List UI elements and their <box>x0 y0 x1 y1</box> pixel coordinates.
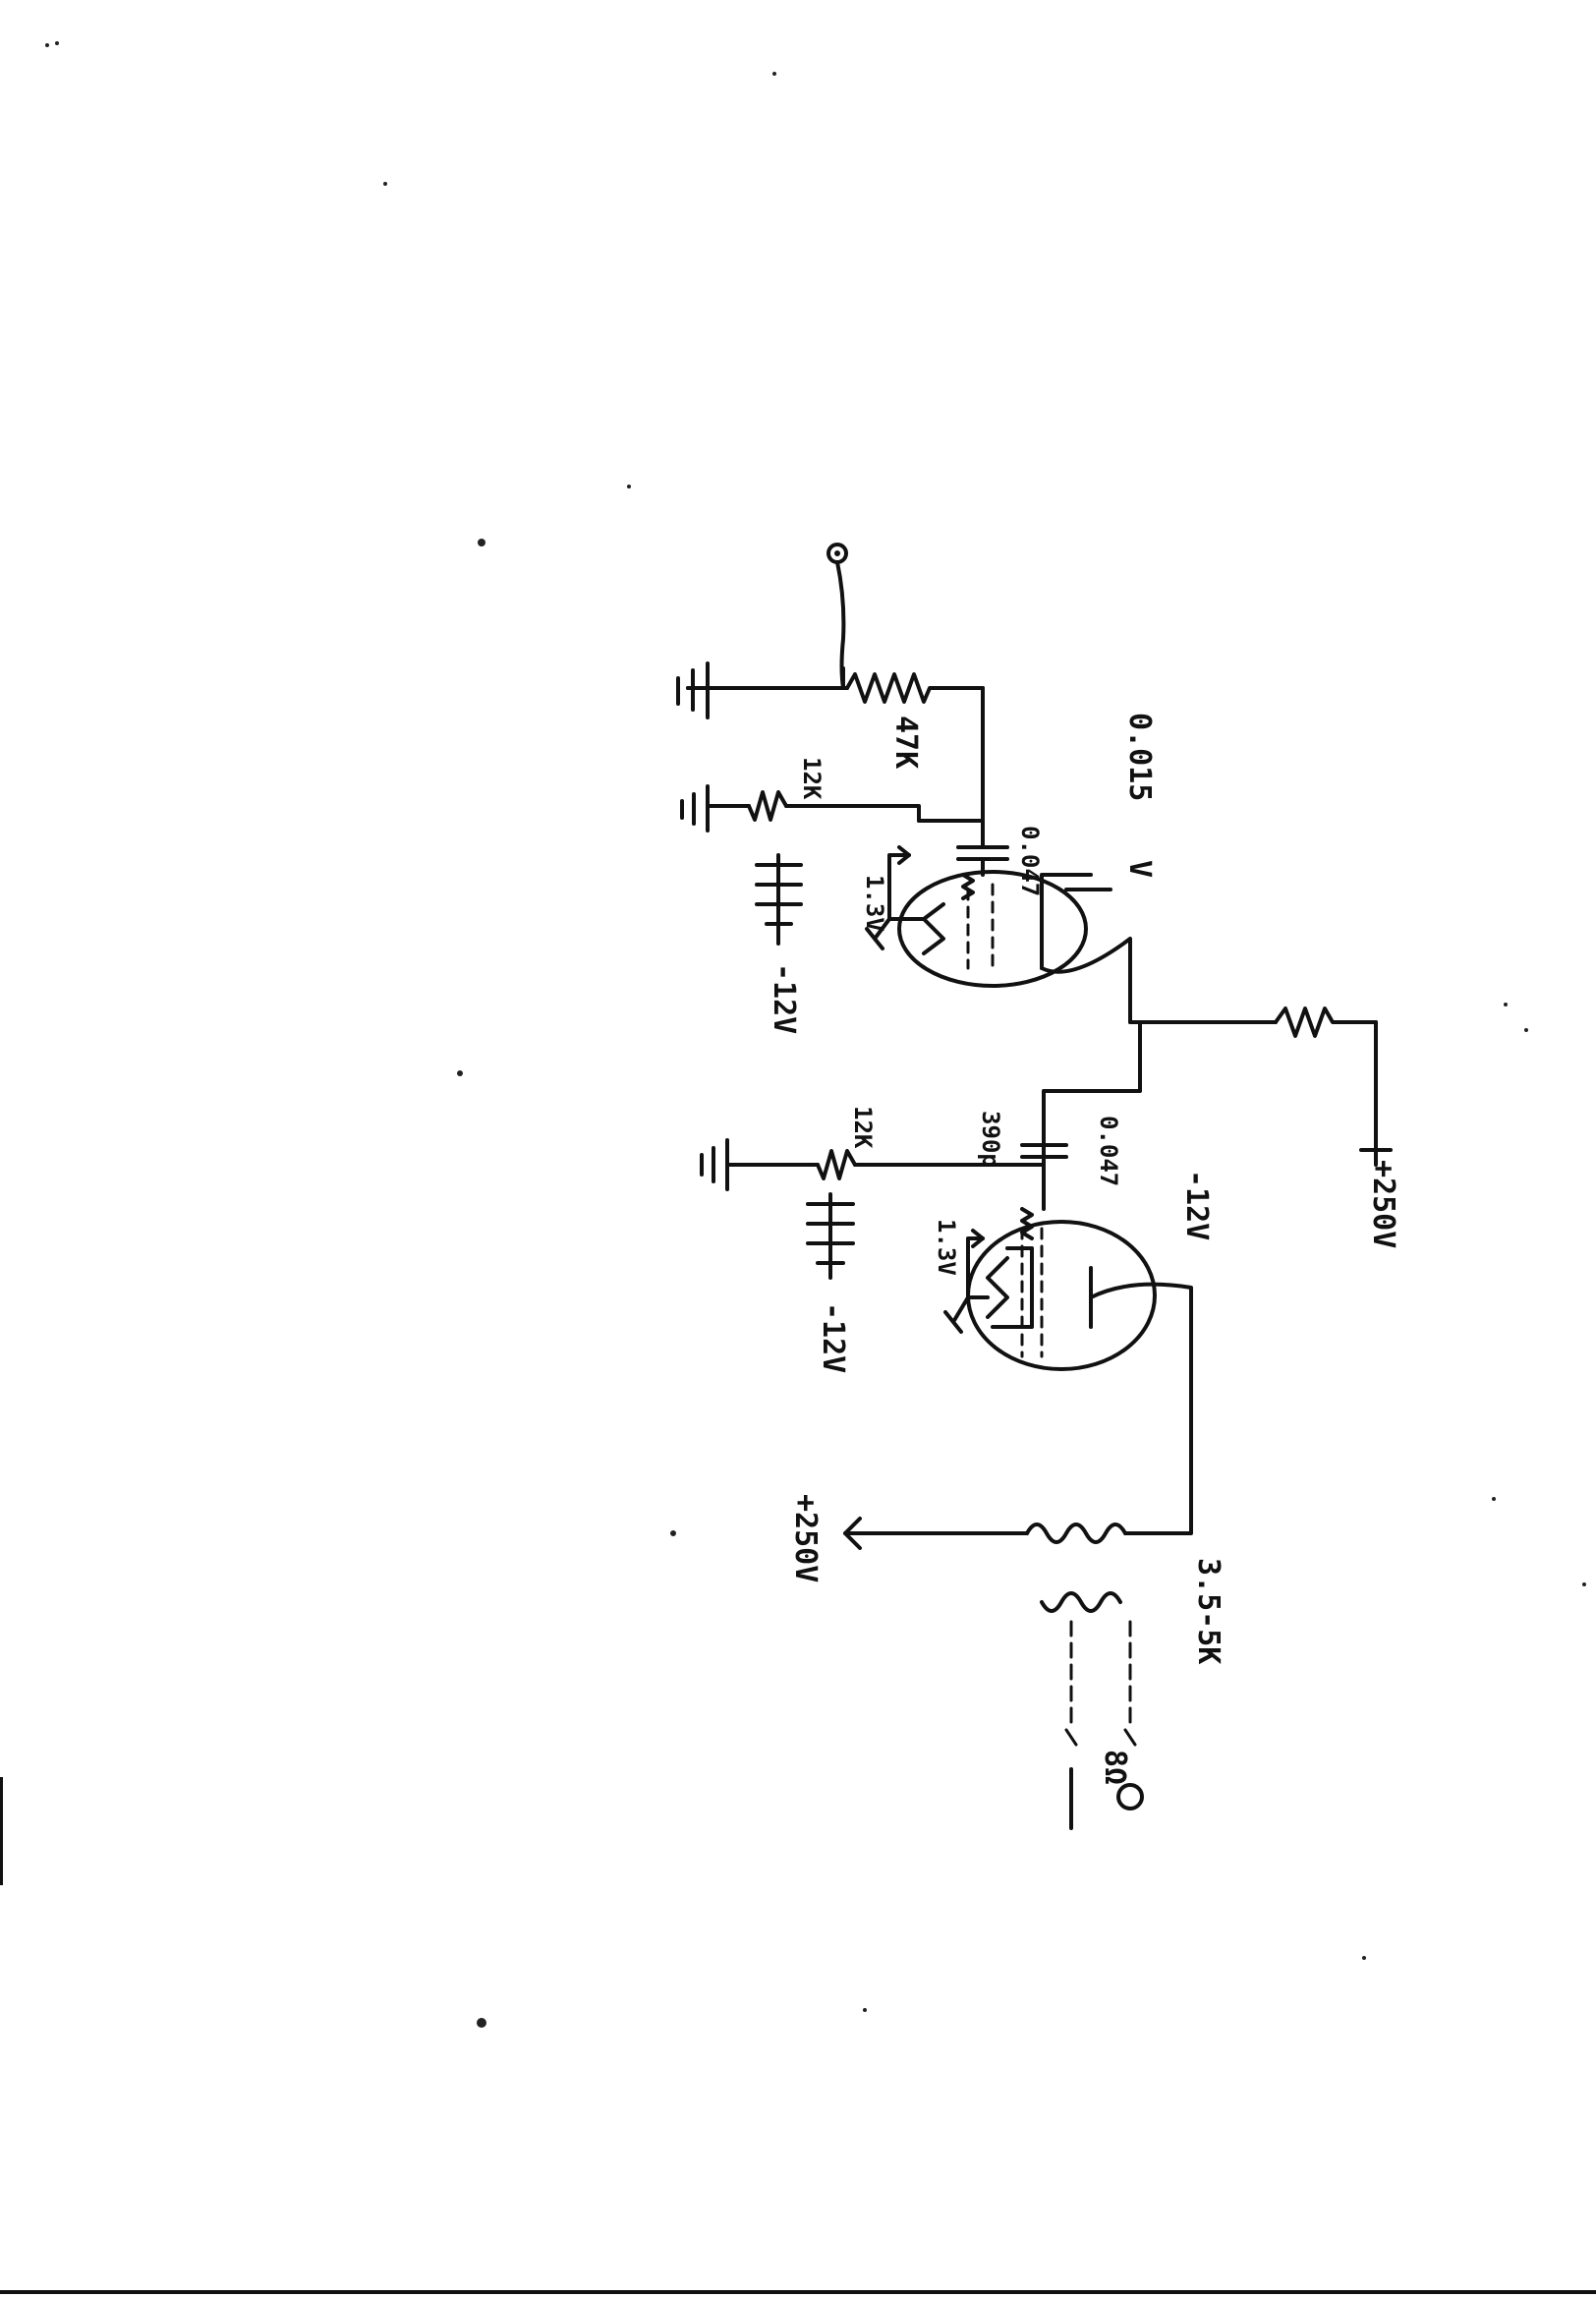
scan-edge-left-mark <box>0 1777 3 1885</box>
stage1-cathode-arrow <box>865 845 926 950</box>
stage1-tube <box>897 870 1088 988</box>
stage2-grid-resistor-label: 12K <box>849 1106 877 1149</box>
scanner-specks <box>45 41 1586 2028</box>
output-transformer-secondary <box>1040 1591 1137 1747</box>
output-transformer-primary <box>843 1517 1127 1550</box>
stage2-grid-cap-label: 390p <box>977 1111 1004 1168</box>
stage2-cathode-voltage-label: 1.3V <box>933 1219 960 1276</box>
output-plate-wire <box>1089 1282 1193 1535</box>
output-transformer-label: 3.5-5K <box>1191 1558 1226 1664</box>
speaker-impedance-label: 8Ω <box>1098 1750 1132 1785</box>
stage1-grid-ground-symbol <box>680 784 710 833</box>
stage1-coupling-cap <box>956 819 1009 900</box>
stage1-bias-supply-label: -12V <box>767 963 801 1034</box>
stage2-coupling-cap-label: 0.047 <box>1095 1116 1122 1186</box>
stage1-screen-connection <box>1040 873 1112 891</box>
output-plate-supply-label: +250V <box>788 1494 823 1582</box>
stage2-grid-cap <box>1020 1128 1068 1240</box>
stage1-grid-resistor <box>706 790 985 946</box>
stage2-grid-ground-symbol <box>700 1138 729 1191</box>
stage1-grid-resistor-label: 12K <box>798 757 826 800</box>
stage2-screen-voltage-label: -12V <box>1179 1170 1214 1240</box>
stage2-tube <box>966 1220 1157 1371</box>
interstage-plate-wire <box>1040 937 1393 1167</box>
stage1-screen-cap-label: 0.015 <box>1122 713 1157 801</box>
stage1-plate-supply-label: +250V <box>1366 1160 1400 1248</box>
speaker-symbol <box>1069 1767 1144 1830</box>
stage1-coupling-cap-label: 0.047 <box>1016 826 1044 896</box>
scan-edge-bottom <box>0 2290 1596 2294</box>
input-pot-resistor <box>686 666 985 823</box>
stage2-cathode-arrow <box>943 1229 990 1334</box>
input-ground-symbol <box>676 661 710 719</box>
stage1-cathode-voltage-label: 1.3V <box>861 875 888 932</box>
input-pot-label: 47K <box>888 716 923 769</box>
stage2-bias-supply-label: -12V <box>816 1302 850 1373</box>
stage1-screen-voltage-label: V <box>1122 860 1157 878</box>
